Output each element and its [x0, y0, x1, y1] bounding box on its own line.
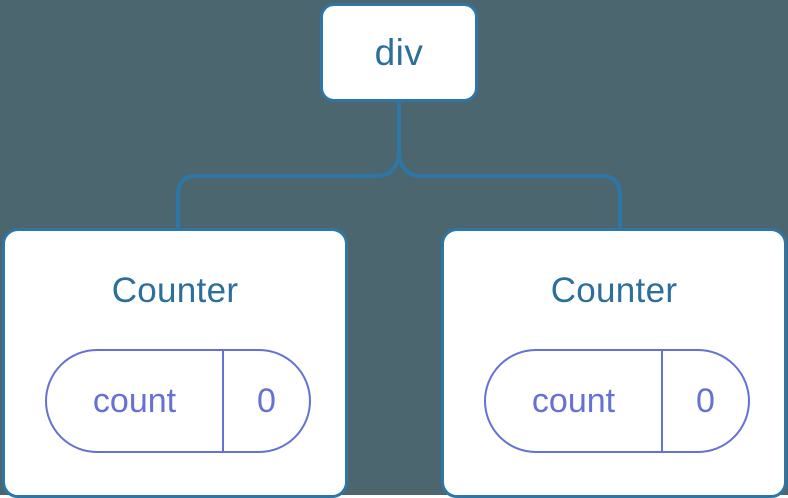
state-badge-value: 0 [696, 382, 715, 420]
node-counter-0[interactable]: Counter count 0 [2, 228, 348, 498]
state-badge-value: 0 [257, 382, 276, 420]
node-div[interactable]: div [320, 3, 478, 102]
state-badge-count-0[interactable]: count 0 [45, 349, 311, 453]
node-counter-1-title: Counter [550, 271, 678, 310]
state-badge-key: count [531, 382, 616, 420]
connector-root-to-branch [176, 99, 401, 231]
state-badge-key: count [92, 382, 177, 420]
state-badge-count-1[interactable]: count 0 [484, 349, 750, 453]
state-badge-divider [661, 351, 663, 451]
node-div-label: div [374, 32, 424, 73]
state-badge-divider [222, 351, 224, 451]
node-counter-1[interactable]: Counter count 0 [441, 228, 787, 498]
connector-root-to-branch-right [397, 148, 622, 231]
node-counter-0-title: Counter [111, 271, 239, 310]
